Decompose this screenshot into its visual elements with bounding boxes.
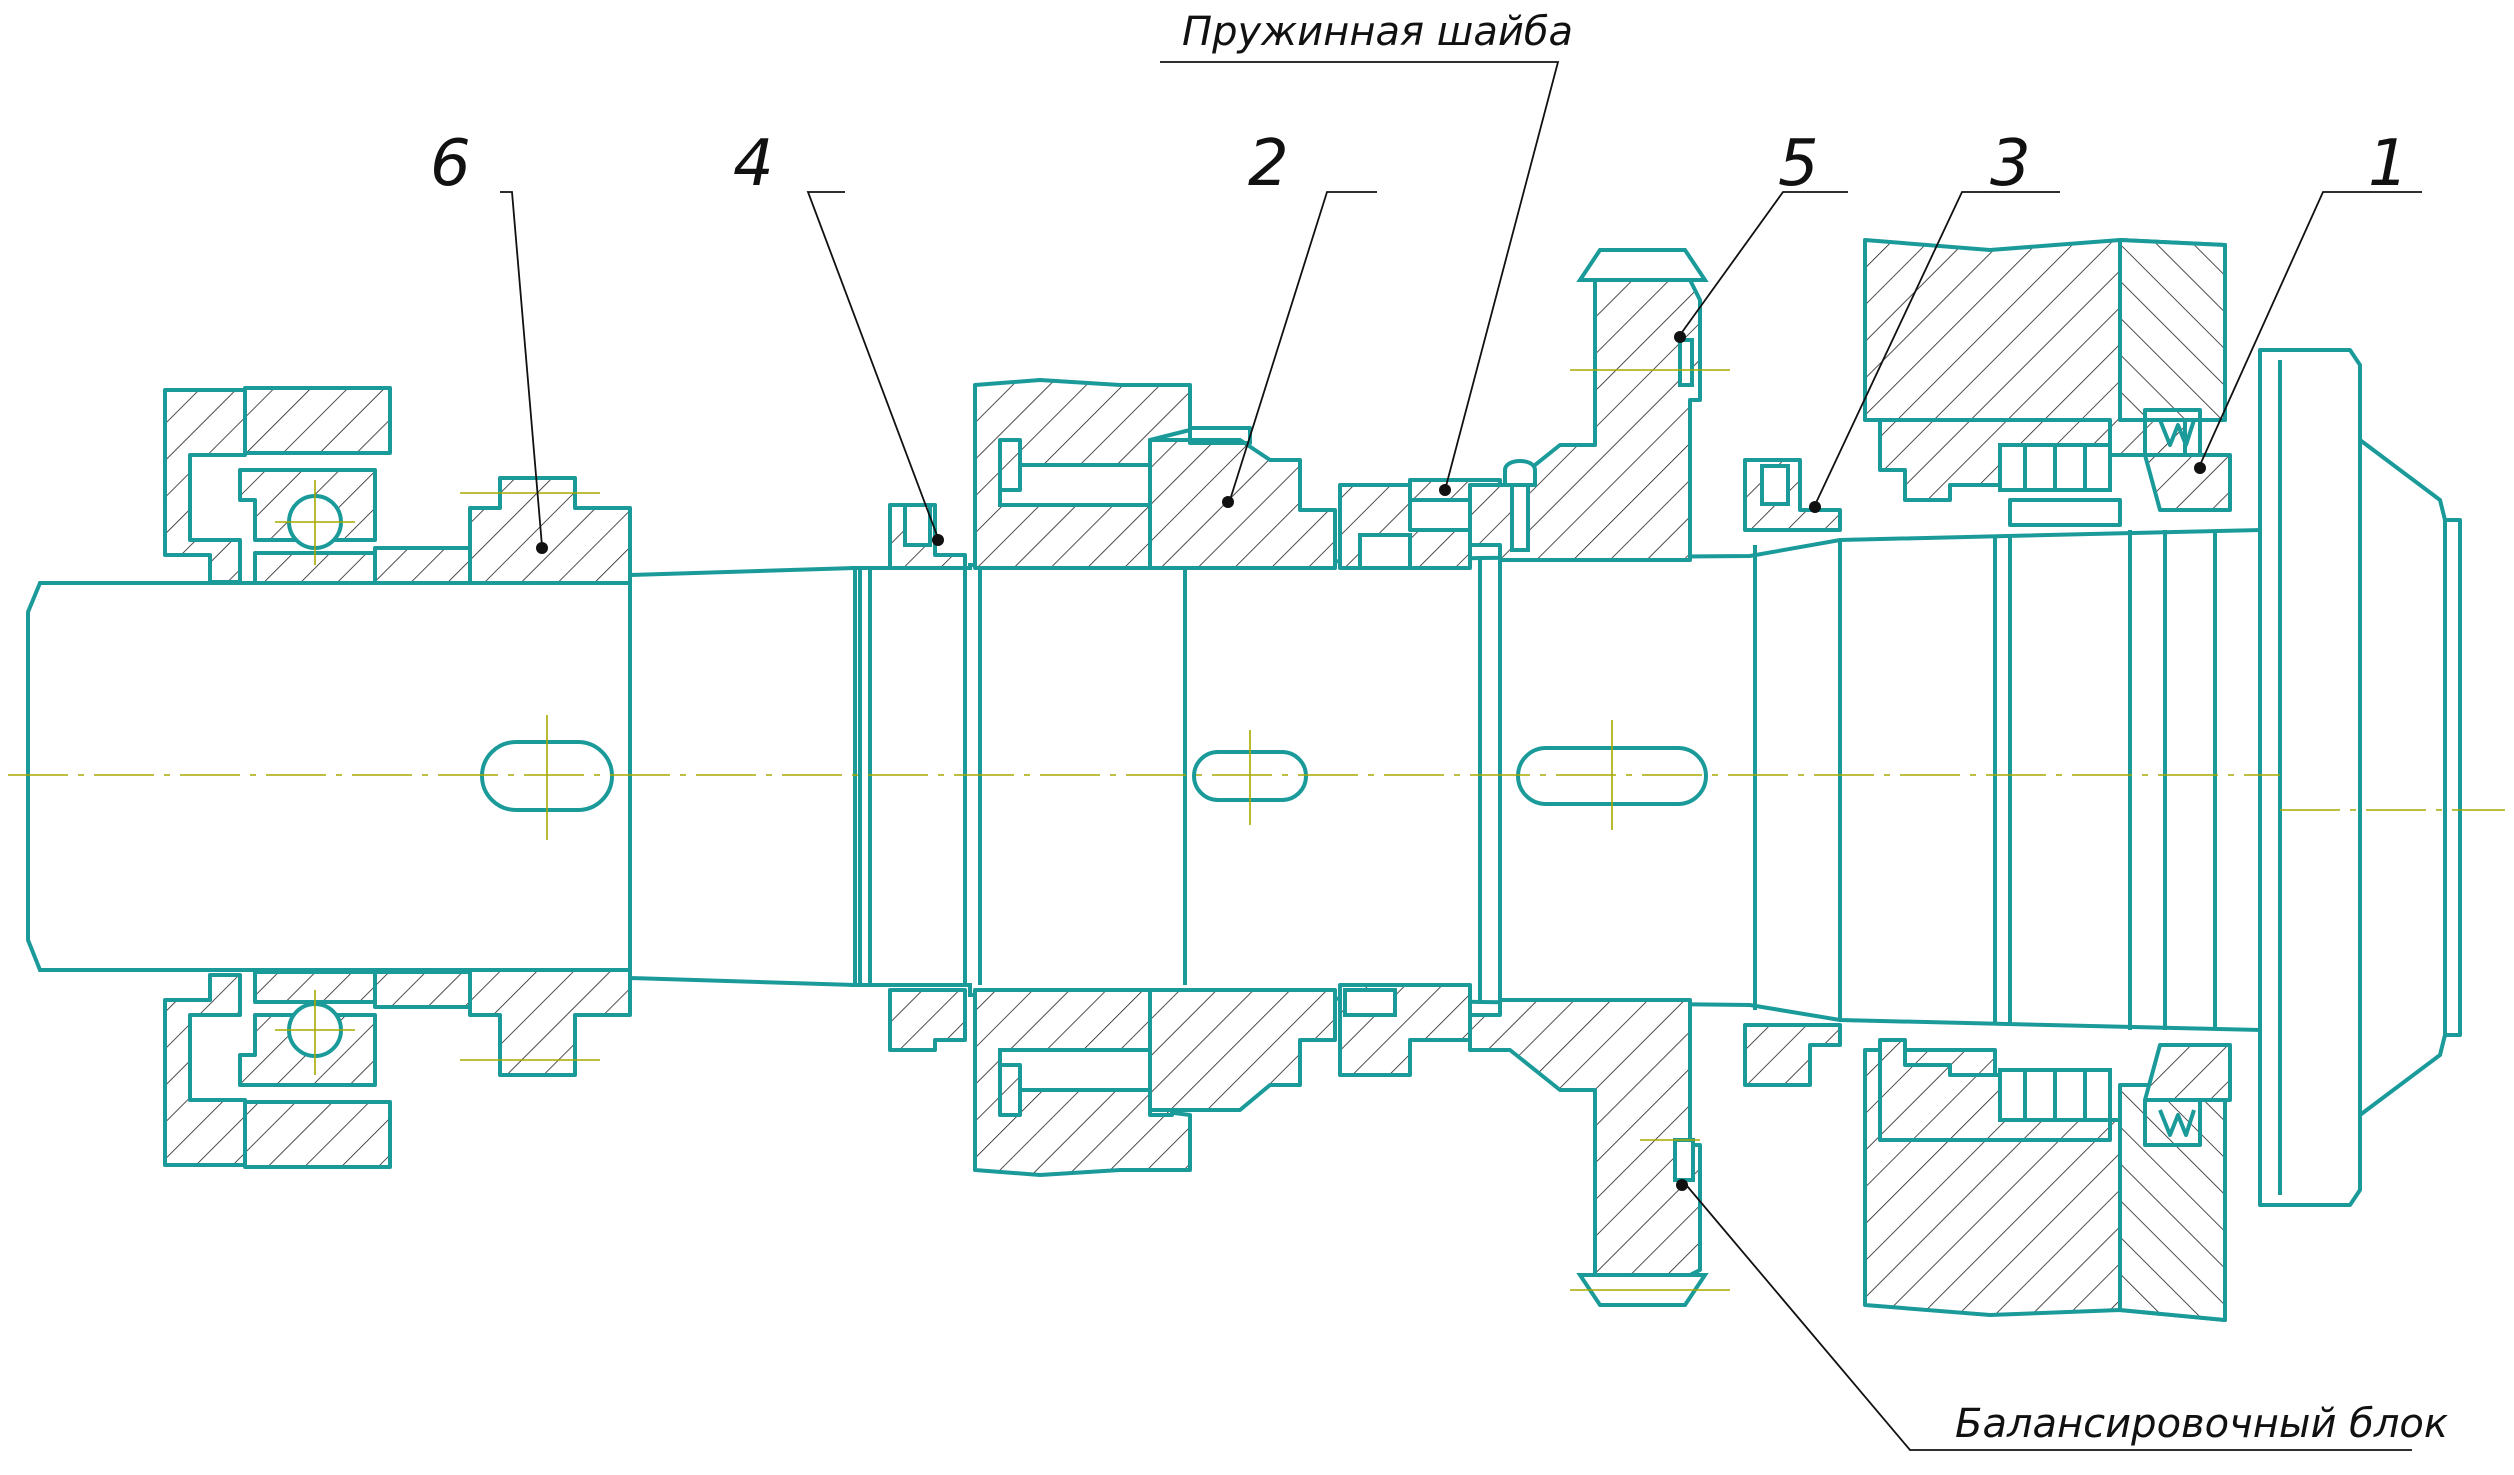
shaft xyxy=(26,527,2262,1033)
lock-nut-group xyxy=(1338,478,1502,1077)
output-flange xyxy=(2258,348,2462,1207)
left-bearing-unit xyxy=(163,386,472,1169)
leaders xyxy=(500,61,2422,1451)
spline-sleeve xyxy=(850,503,967,1052)
note-balancing-block: Балансировочный блок xyxy=(1955,1401,2448,1447)
gear-wheel xyxy=(1468,248,1730,1307)
callout-3: 3 xyxy=(1990,127,2031,201)
callout-2: 2 xyxy=(1248,127,1289,201)
callout-5: 5 xyxy=(1778,127,1819,201)
callout-6: 6 xyxy=(430,127,471,201)
labels: 6 4 2 5 3 1 Пружинная шайба Балансировоч… xyxy=(430,9,2448,1447)
coupling-hub xyxy=(460,476,632,1077)
centerlines xyxy=(8,715,2505,840)
right-bearing-group xyxy=(1743,408,2232,1147)
callout-4: 4 xyxy=(733,127,774,201)
callout-1: 1 xyxy=(2368,127,2409,201)
center-bearing-housing xyxy=(973,378,1337,1177)
note-spring-washer: Пружинная шайба xyxy=(1182,9,1573,55)
